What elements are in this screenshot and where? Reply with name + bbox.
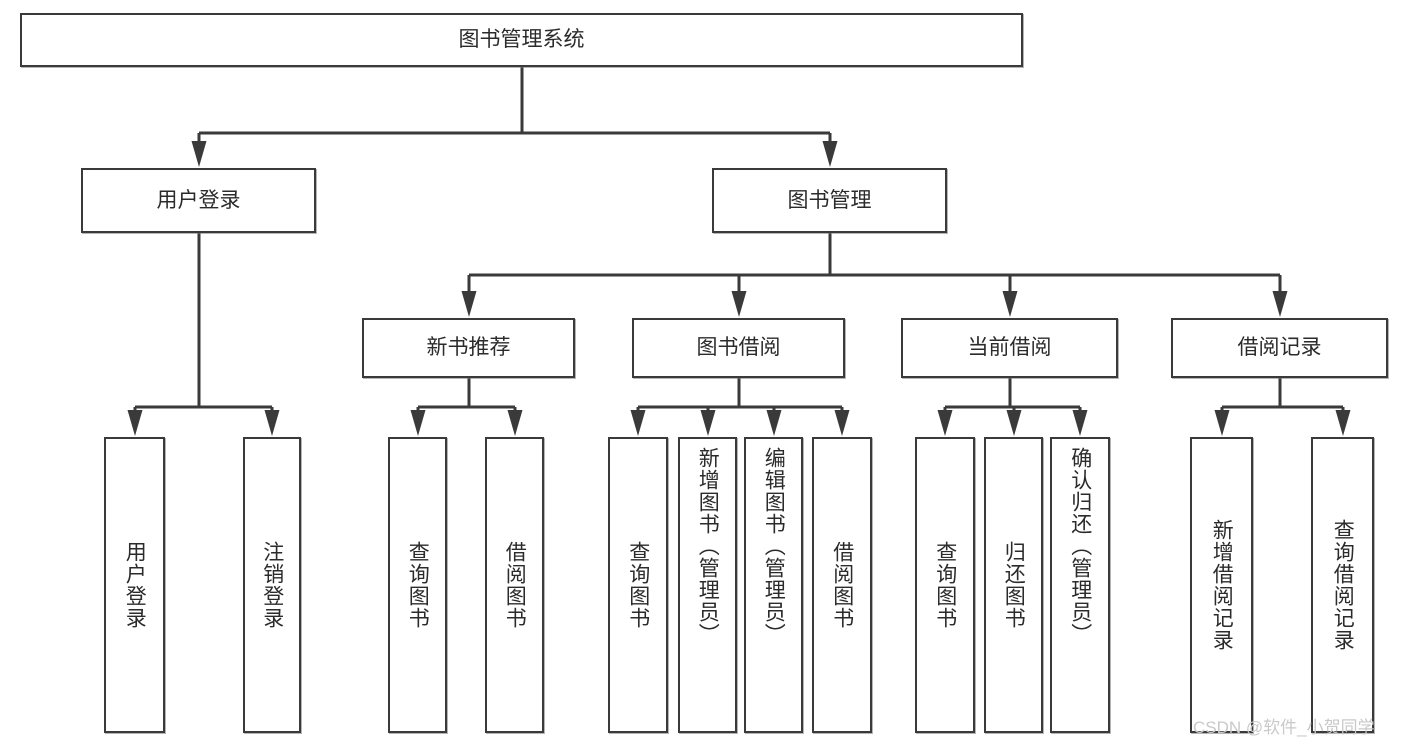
node-leaf-borrow-book-1[interactable]: 借阅图书 (485, 437, 544, 733)
edge-arrowhead (127, 410, 143, 436)
node-label: 编辑图书（管理员） (762, 447, 786, 645)
node-new-book-rec[interactable]: 新书推荐 (362, 318, 575, 378)
node-label: 归还图书 (1002, 541, 1026, 629)
node-root[interactable]: 图书管理系统 (20, 13, 1023, 67)
node-label: 图书管理 (787, 188, 872, 212)
node-book-borrow[interactable]: 图书借阅 (632, 318, 845, 378)
node-label: 借阅记录 (1237, 336, 1322, 360)
edge-arrowhead (822, 141, 838, 167)
edge-arrowhead (410, 410, 426, 436)
node-user-login[interactable]: 用户登录 (81, 168, 316, 233)
node-label: 查询图书 (406, 541, 430, 629)
edge-arrowhead (1072, 410, 1088, 436)
node-label: 新书推荐 (426, 336, 511, 360)
node-label: 当前借阅 (967, 336, 1052, 360)
node-label: 新增图书（管理员） (696, 447, 720, 645)
edge-arrowhead (1006, 410, 1022, 436)
node-label: 确认归还（管理员） (1068, 447, 1092, 645)
edge-arrowhead (700, 410, 716, 436)
node-leaf-query-book-3[interactable]: 查询图书 (915, 437, 975, 733)
node-leaf-query-book-1[interactable]: 查询图书 (388, 437, 447, 733)
node-leaf-add-record[interactable]: 新增借阅记录 (1190, 437, 1253, 733)
edge-arrowhead (937, 410, 953, 436)
node-leaf-user-login[interactable]: 用户登录 (104, 437, 165, 733)
node-leaf-query-book-2[interactable]: 查询图书 (608, 437, 668, 733)
node-label: 图书管理系统 (458, 28, 585, 52)
edge-arrowhead (461, 291, 477, 317)
node-label: 查询图书 (626, 541, 650, 629)
edge-arrowhead (834, 410, 850, 436)
node-leaf-borrow-book-2[interactable]: 借阅图书 (812, 437, 872, 733)
node-leaf-add-book[interactable]: 新增图书（管理员） (678, 437, 737, 733)
edge-arrowhead (1002, 291, 1018, 317)
node-current-borrow[interactable]: 当前借阅 (901, 318, 1118, 378)
node-leaf-edit-book[interactable]: 编辑图书（管理员） (744, 437, 803, 733)
node-label: 借阅图书 (503, 541, 527, 629)
edge-arrowhead (731, 291, 747, 317)
node-borrow-record[interactable]: 借阅记录 (1171, 318, 1388, 378)
node-label: 借阅图书 (830, 541, 854, 629)
edge-arrowhead (264, 410, 280, 436)
edge-arrowhead (1272, 291, 1288, 317)
node-book-mgmt[interactable]: 图书管理 (712, 168, 947, 233)
node-leaf-confirm-return[interactable]: 确认归还（管理员） (1050, 437, 1110, 733)
edge-arrowhead (191, 141, 207, 167)
edge-arrowhead (630, 410, 646, 436)
node-label: 查询图书 (933, 541, 957, 629)
node-label: 新增借阅记录 (1210, 519, 1234, 651)
node-leaf-query-record[interactable]: 查询借阅记录 (1311, 437, 1374, 733)
edge-arrowhead (766, 410, 782, 436)
node-leaf-logout[interactable]: 注销登录 (243, 437, 301, 733)
node-label: 图书借阅 (696, 336, 781, 360)
node-label: 用户登录 (123, 541, 147, 629)
edge-arrowhead (507, 410, 523, 436)
edge-arrowhead (1214, 410, 1230, 436)
node-label: 查询借阅记录 (1331, 519, 1355, 651)
edge-arrowhead (1335, 410, 1351, 436)
node-label: 注销登录 (260, 541, 284, 629)
node-leaf-return-book[interactable]: 归还图书 (984, 437, 1043, 733)
node-label: 用户登录 (156, 188, 241, 212)
